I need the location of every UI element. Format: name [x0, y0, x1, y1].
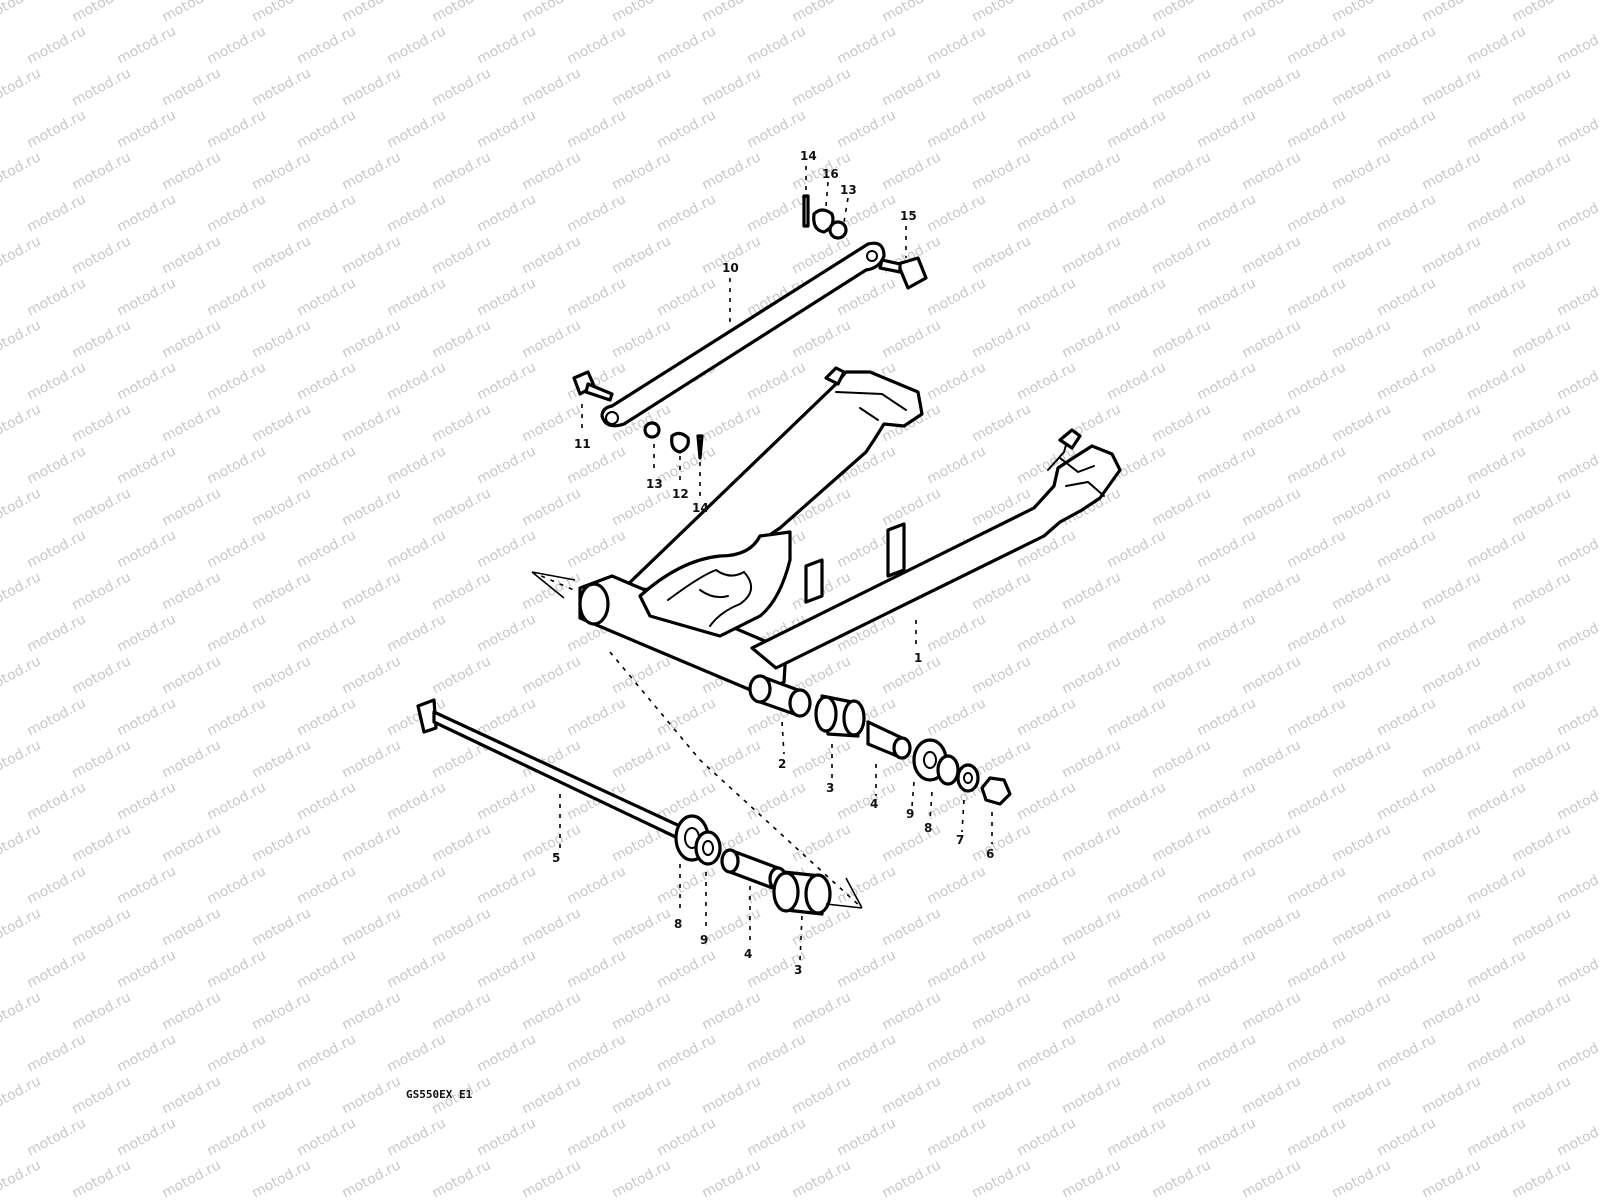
- pivot-shaft-5-part[interactable]: [416, 698, 686, 842]
- callout-9b: 9: [700, 933, 708, 947]
- right-washer-7[interactable]: [956, 763, 980, 793]
- callout-10: 10: [722, 261, 739, 275]
- axis-arrow-bottom: [825, 877, 863, 909]
- left-washer-9[interactable]: [694, 830, 722, 866]
- right-spacer-4[interactable]: [866, 720, 912, 760]
- torque-link-part[interactable]: [600, 241, 886, 428]
- bolt-15-part[interactable]: [878, 256, 928, 290]
- callout-8b: 8: [674, 917, 682, 931]
- right-nut-6[interactable]: [980, 776, 1012, 806]
- callout-13a: 13: [840, 183, 857, 197]
- lower-fastener-group[interactable]: [643, 421, 704, 460]
- axis-arrow-top: [531, 571, 576, 599]
- leader-lines: [559, 166, 993, 961]
- callout-5: 5: [552, 851, 560, 865]
- callout-13b: 13: [646, 477, 663, 491]
- upper-fastener-group[interactable]: [802, 194, 848, 240]
- callout-labels: 14 16 13 15 10 11 13 12 14 1 2 3 4 9 8 7…: [552, 149, 994, 977]
- callout-4b: 4: [744, 947, 752, 961]
- callout-14b: 14: [692, 501, 709, 515]
- diagram-caption: GS550EX E1: [406, 1088, 473, 1101]
- bolt-11-part[interactable]: [572, 370, 614, 402]
- collar-2-part[interactable]: [748, 674, 812, 718]
- callout-14a: 14: [800, 149, 817, 163]
- callout-15: 15: [900, 209, 917, 223]
- callout-7: 7: [956, 833, 964, 847]
- callout-16: 16: [822, 167, 839, 181]
- callout-2: 2: [778, 757, 786, 771]
- callout-1: 1: [914, 651, 922, 665]
- callout-11: 11: [574, 437, 591, 451]
- callout-6: 6: [986, 847, 994, 861]
- callout-3a: 3: [826, 781, 834, 795]
- assembly-axis: [531, 571, 863, 909]
- callout-4a: 4: [870, 797, 878, 811]
- callout-3b: 3: [794, 963, 802, 977]
- left-bushing-3[interactable]: [772, 870, 832, 916]
- callout-9a: 9: [906, 807, 914, 821]
- right-washer-8[interactable]: [936, 754, 960, 786]
- callout-12: 12: [672, 487, 689, 501]
- callout-8a: 8: [924, 821, 932, 835]
- right-bushing-3[interactable]: [814, 694, 866, 738]
- swingarm-body-part[interactable]: [578, 366, 1122, 696]
